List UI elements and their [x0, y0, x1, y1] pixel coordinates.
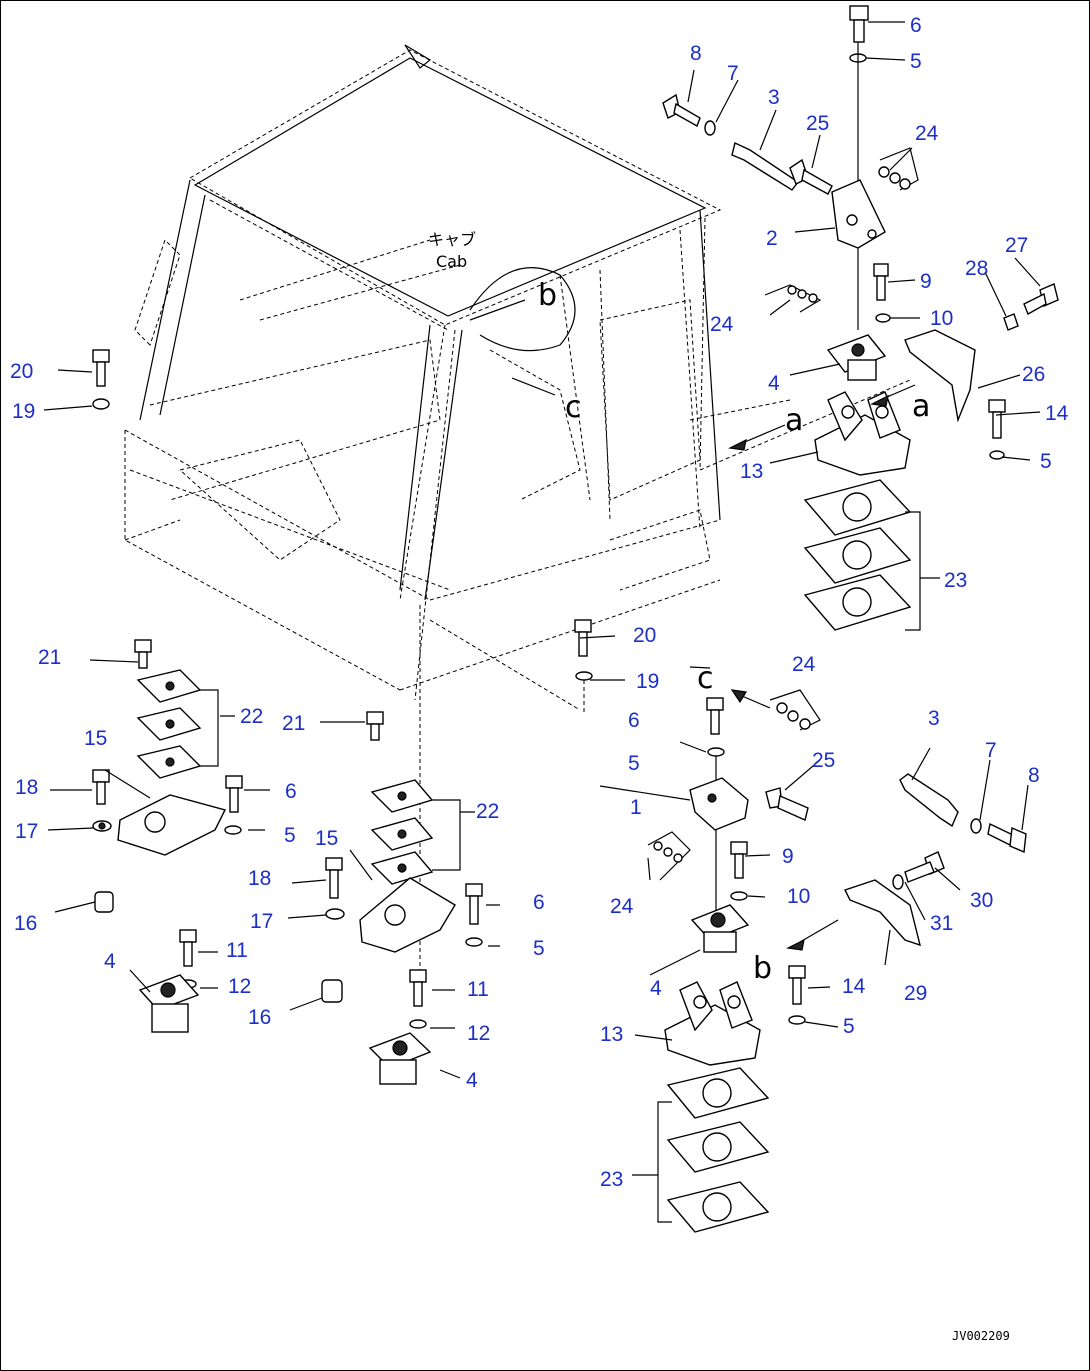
cab-label-jp: キャブ — [428, 230, 476, 249]
callout-12: 12 — [467, 1022, 490, 1045]
callout-7: 7 — [985, 739, 997, 762]
callout-11: 11 — [467, 978, 489, 1001]
callout-19: 19 — [12, 400, 35, 423]
rear-right-mount-assembly — [662, 5, 1059, 631]
callout-5: 5 — [843, 1015, 855, 1038]
callout-8: 8 — [1028, 764, 1040, 787]
callout-17: 17 — [250, 910, 273, 933]
callout-12: 12 — [228, 975, 251, 998]
callout-5: 5 — [1040, 450, 1052, 473]
callout-13: 13 — [600, 1023, 623, 1046]
view-letter-a-right: a — [912, 389, 930, 424]
callout-22: 22 — [240, 705, 263, 728]
callout-14: 14 — [842, 975, 866, 998]
view-letter-b-top: b — [538, 278, 557, 313]
front-left-mount-assembly — [92, 349, 243, 1033]
callout-4: 4 — [466, 1069, 478, 1092]
callout-10: 10 — [787, 885, 810, 908]
callout-6: 6 — [285, 780, 297, 803]
callout-24: 24 — [710, 313, 734, 336]
callout-18: 18 — [15, 776, 38, 799]
callout-3: 3 — [768, 86, 780, 109]
callout-4: 4 — [650, 977, 662, 1000]
callout-24: 24 — [915, 122, 939, 145]
callout-5: 5 — [910, 50, 922, 73]
callout-3: 3 — [928, 707, 940, 730]
callout-8: 8 — [690, 42, 702, 65]
callout-9: 9 — [920, 270, 932, 293]
callout-11: 11 — [226, 939, 248, 962]
callout-5: 5 — [533, 937, 545, 960]
callout-25: 25 — [812, 749, 835, 772]
callout-18: 18 — [248, 867, 271, 890]
view-letter-c-top: c — [565, 390, 582, 425]
callout-24: 24 — [610, 895, 634, 918]
view-letter-c-bottom: c — [697, 661, 714, 696]
callout-6: 6 — [628, 709, 640, 732]
callout-16: 16 — [14, 912, 37, 935]
callout-27: 27 — [1005, 234, 1028, 257]
callout-5: 5 — [284, 824, 296, 847]
callout-15: 15 — [315, 827, 338, 850]
callout-29: 29 — [904, 982, 927, 1005]
callout-20: 20 — [10, 360, 33, 383]
callout-9: 9 — [782, 845, 794, 868]
view-letter-a-left: a — [785, 403, 803, 438]
callout-31: 31 — [930, 912, 953, 935]
callout-30: 30 — [970, 889, 993, 912]
callout-6: 6 — [910, 14, 922, 37]
view-letter-b-bottom: b — [753, 951, 772, 986]
callout-17: 17 — [15, 820, 38, 843]
front-right-mount-assembly — [321, 711, 483, 1085]
callout-23: 23 — [944, 569, 967, 592]
callout-4: 4 — [104, 950, 116, 973]
callout-20: 20 — [633, 624, 656, 647]
callout-23: 23 — [600, 1168, 623, 1191]
callout-16: 16 — [248, 1006, 271, 1029]
callout-14: 14 — [1045, 402, 1069, 425]
callout-24: 24 — [792, 653, 816, 676]
callout-28: 28 — [965, 257, 988, 280]
callout-13: 13 — [740, 460, 763, 483]
cab-label-en: Cab — [436, 252, 467, 271]
callout-22: 22 — [476, 800, 499, 823]
callout-2: 2 — [766, 227, 778, 250]
callout-10: 10 — [930, 307, 953, 330]
callout-25: 25 — [806, 112, 829, 135]
callout-1: 1 — [630, 796, 642, 819]
callout-5: 5 — [628, 752, 640, 775]
view-arrows — [728, 384, 916, 951]
callout-6: 6 — [533, 891, 545, 914]
callout-19: 19 — [636, 670, 659, 693]
callout-21: 21 — [38, 646, 61, 669]
callout-4: 4 — [768, 372, 780, 395]
drawing-code: JV002209 — [952, 1329, 1010, 1343]
callout-15: 15 — [84, 727, 107, 750]
callout-7: 7 — [727, 62, 739, 85]
callout-26: 26 — [1022, 363, 1045, 386]
callout-21: 21 — [282, 712, 305, 735]
leader-lines — [43, 21, 1041, 1176]
rear-left-mount-assembly — [574, 619, 1027, 1233]
